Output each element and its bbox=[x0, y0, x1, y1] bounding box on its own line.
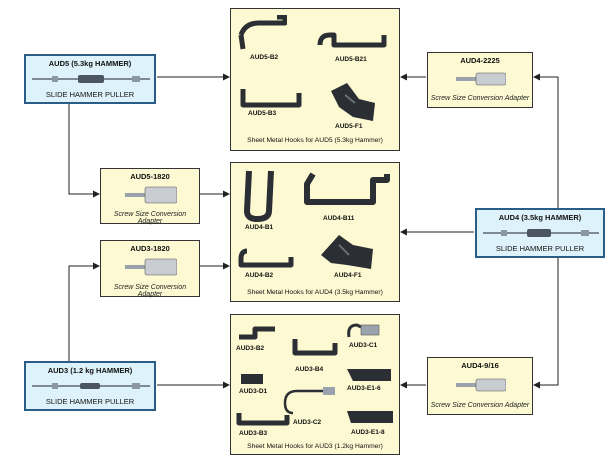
aud4-9-16-code: AUD4-9/16 bbox=[461, 361, 499, 370]
aud5-1820-code: AUD5-1820 bbox=[130, 172, 170, 181]
adapter-icon bbox=[456, 72, 506, 86]
aud4-hooks-panel: AUD4-B1 AUD4-B11 AUD4-B2 AUD4-F1 Sheet M… bbox=[230, 162, 400, 302]
slide-hammer-icon bbox=[32, 75, 150, 83]
aud3-b4-label: AUD3-B4 bbox=[295, 366, 324, 373]
hook-aud3-e1-8-icon bbox=[347, 411, 393, 423]
aud4-slide-hammer-box: AUD4 (3.5kg HAMMER) SLIDE HAMMER PULLER bbox=[475, 208, 605, 258]
aud3-1820-name: Screw Size Conversion Adapter bbox=[113, 284, 187, 298]
hook-aud5-b21-icon bbox=[317, 32, 387, 48]
aud5-hooks-panel: AUD5-B2 AUD5-B21 AUD5-B3 AUD5-F1 Sheet M… bbox=[230, 8, 400, 151]
aud5-b21-label: AUD5-B21 bbox=[335, 56, 367, 63]
aud4-f1-label: AUD4-F1 bbox=[334, 272, 362, 279]
aud5-1820-adapter-box: AUD5-1820 Screw Size Conversion Adapter bbox=[100, 168, 200, 225]
hook-aud3-b2-icon bbox=[239, 326, 275, 340]
aud3-code: AUD3 (1.2 kg HAMMER) bbox=[47, 366, 133, 375]
aud4-code: AUD4 (3.5kg HAMMER) bbox=[498, 213, 582, 222]
hook-aud3-b4-icon bbox=[292, 339, 338, 356]
hook-aud5-b2-icon bbox=[238, 15, 287, 50]
aud5-1820-name: Screw Size Conversion Adapter bbox=[113, 211, 187, 225]
aud4-b2-label: AUD4-B2 bbox=[245, 272, 274, 279]
hook-aud4-b11-icon bbox=[304, 172, 390, 205]
adapter-icon bbox=[125, 186, 177, 204]
aud3-e1-8-label: AUD3-E1-8 bbox=[351, 429, 385, 436]
aud4-b1-label: AUD4-B1 bbox=[245, 224, 274, 231]
aud4-2225-adapter-box: AUD4-2225 Screw Size Conversion Adapter bbox=[427, 52, 533, 108]
line-aud5-to-aud5-1820 bbox=[68, 104, 100, 198]
line-aud4-to-aud4-9-16 bbox=[533, 258, 559, 389]
aud3-b3-label: AUD3-B3 bbox=[239, 430, 268, 437]
line-aud3-to-aud3-1820 bbox=[68, 262, 100, 361]
hook-aud3-d1-icon bbox=[241, 374, 263, 384]
slide-hammer-icon bbox=[483, 229, 599, 237]
hook-aud3-c1-icon bbox=[347, 323, 380, 338]
aud3-1820-code: AUD3-1820 bbox=[130, 244, 170, 253]
aud3-1820-adapter-box: AUD3-1820 Screw Size Conversion Adapter bbox=[100, 240, 200, 298]
aud3-c2-label: AUD3-C2 bbox=[293, 419, 322, 426]
aud5-hooks-caption: Sheet Metal Hooks for AUD5 (5.3kg Hammer… bbox=[247, 137, 383, 144]
aud5-slide-hammer-box: AUD5 (5.3kg HAMMER) SLIDE HAMMER PULLER bbox=[24, 54, 156, 104]
hook-aud4-b2-icon bbox=[238, 248, 294, 268]
aud5-code: AUD5 (5.3kg HAMMER) bbox=[48, 59, 132, 68]
hook-aud3-c2-icon bbox=[283, 387, 335, 415]
aud4-2225-name: Screw Size Conversion Adapter bbox=[430, 95, 530, 102]
hook-aud3-e1-6-icon bbox=[347, 369, 391, 381]
aud3-d1-label: AUD3-D1 bbox=[239, 388, 268, 395]
hook-aud5-f1-icon bbox=[331, 83, 375, 121]
aud4-9-16-adapter-box: AUD4-9/16 Screw Size Conversion Adapter bbox=[427, 357, 533, 415]
hook-aud4-f1-icon bbox=[321, 235, 373, 269]
aud3-c1-label: AUD3-C1 bbox=[349, 342, 378, 349]
aud5-b3-label: AUD5-B3 bbox=[248, 110, 277, 117]
aud5-name: SLIDE HAMMER PULLER bbox=[45, 90, 135, 99]
adapter-icon bbox=[456, 378, 506, 392]
adapter-icon bbox=[125, 258, 177, 276]
aud3-name: SLIDE HAMMER PULLER bbox=[45, 397, 135, 406]
aud4-b11-label: AUD4-B11 bbox=[323, 215, 355, 222]
aud5-f1-label: AUD5-F1 bbox=[335, 123, 363, 130]
slide-hammer-icon bbox=[32, 383, 150, 389]
aud4-name: SLIDE HAMMER PULLER bbox=[495, 244, 585, 253]
hook-aud5-b3-icon bbox=[240, 89, 302, 108]
aud5-b2-label: AUD5-B2 bbox=[250, 54, 279, 61]
aud3-slide-hammer-box: AUD3 (1.2 kg HAMMER) SLIDE HAMMER PULLER bbox=[24, 361, 156, 411]
aud4-9-16-name: Screw Size Conversion Adapter bbox=[430, 402, 530, 409]
hook-aud4-b1-icon bbox=[244, 170, 274, 222]
aud3-hooks-panel: AUD3-B2 AUD3-B4 AUD3-C1 AUD3-D1 AUD3-E1-… bbox=[230, 314, 400, 455]
aud3-hooks-caption: Sheet Metal Hooks for AUD3 (1.2kg Hammer… bbox=[247, 443, 383, 450]
aud3-b2-label: AUD3-B2 bbox=[236, 345, 265, 352]
aud4-hooks-caption: Sheet Metal Hooks for AUD4 (3.5kg Hammer… bbox=[247, 289, 383, 296]
aud4-2225-code: AUD4-2225 bbox=[460, 56, 500, 65]
line-aud4-to-aud4-2225 bbox=[533, 73, 559, 208]
hook-aud3-b3-icon bbox=[236, 413, 290, 426]
aud3-e1-6-label: AUD3-E1-6 bbox=[347, 385, 381, 392]
